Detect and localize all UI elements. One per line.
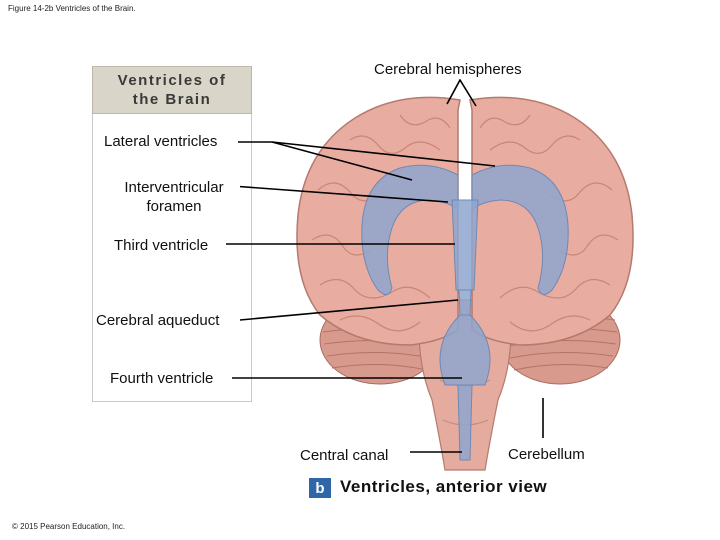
label-cerebral-aqueduct: Cerebral aqueduct xyxy=(94,311,222,330)
label-fourth-ventricle: Fourth ventricle xyxy=(108,369,216,388)
copyright-notice: © 2015 Pearson Education, Inc. xyxy=(12,522,126,531)
leader-lines xyxy=(226,78,544,453)
cerebral-aqueduct xyxy=(458,289,472,316)
label-cerebellum: Cerebellum xyxy=(506,445,587,464)
figure-caption: Figure 14-2b Ventricles of the Brain. xyxy=(8,4,136,13)
label-third-ventricle: Third ventricle xyxy=(112,236,211,255)
view-badge: b xyxy=(309,478,331,498)
label-panel xyxy=(92,66,252,402)
label-interventricular-foramen: Interventricular foramen xyxy=(108,178,240,216)
panel-title-text: Ventricles of the Brain xyxy=(117,72,227,108)
view-title: Ventricles, anterior view xyxy=(340,477,548,496)
central-canal xyxy=(457,384,473,461)
label-cerebral-hemispheres: Cerebral hemispheres xyxy=(372,60,524,79)
panel-title: Ventricles of the Brain xyxy=(92,66,252,114)
label-central-canal: Central canal xyxy=(298,446,391,465)
label-lateral-ventricles: Lateral ventricles xyxy=(102,132,220,151)
right-lateral-ventricle xyxy=(471,164,569,295)
third-ventricle xyxy=(451,199,479,291)
fourth-ventricle xyxy=(439,314,491,386)
